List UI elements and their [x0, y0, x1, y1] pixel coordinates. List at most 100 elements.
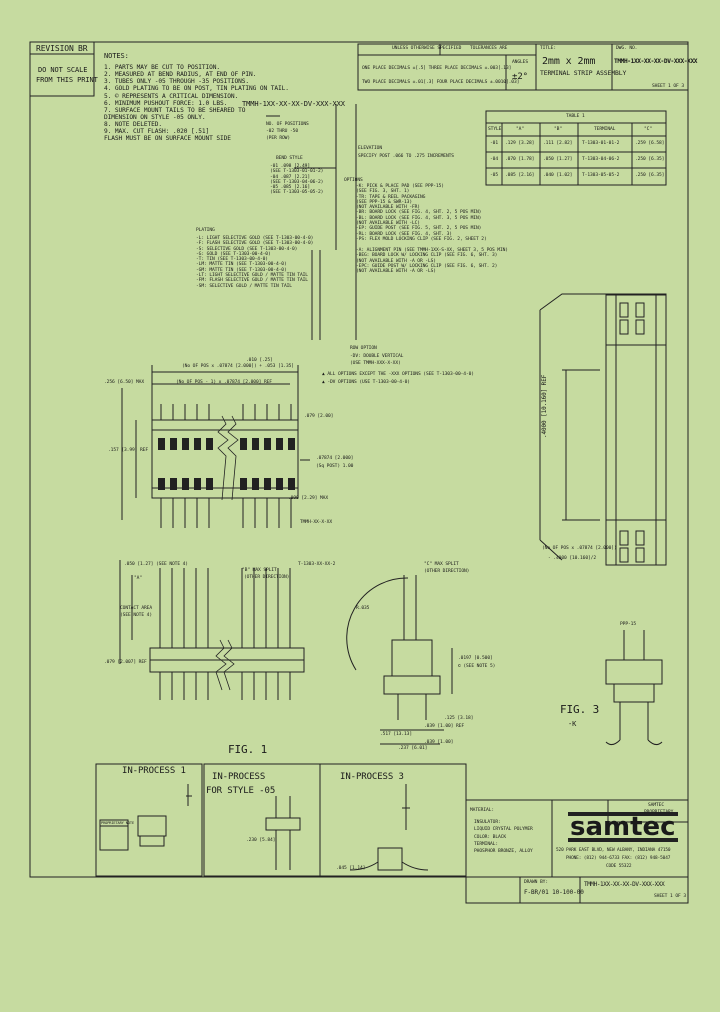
material-item: INSULATOR:	[474, 820, 501, 825]
note-item: 9. MAX. CUT FLASH: .020 [.51]	[104, 128, 210, 136]
option-item: -A: ALIGNMENT PIN (SEE TMMH-1XX-S-XX, SH…	[356, 248, 508, 254]
table1-cell: .250 [6.35]	[635, 157, 665, 162]
note-item: 6. MINIMUM PUSHOUT FORCE: 1.0 LBS.	[104, 99, 228, 107]
fig3-ppp: PPP-15	[620, 622, 636, 627]
fig1-dim-a2: .090 [2.29] MAX	[288, 496, 328, 501]
fig1-side-a: "A"	[134, 576, 142, 581]
fig1-foot-1: .517 [13.13]	[380, 732, 412, 737]
option-item: (NOT AVAILABLE WITH -FR)	[356, 205, 420, 211]
fig3-sub: -K	[568, 720, 577, 728]
fig1-pin-height: .050 [1.27] (SEE NOTE 4)	[124, 562, 188, 567]
no-positions-note: (PER ROW)	[266, 136, 290, 141]
tolerance-header-right: TOLERANCES ARE	[470, 46, 508, 51]
title-line-2: TERMINAL STRIP ASSEMBLY	[540, 69, 627, 77]
in-process-2-sub: FOR STYLE -05	[206, 786, 276, 796]
note-item: 8. NOTE DELETED.	[104, 121, 163, 128]
fig1-ref-tmmh: TMMH-XX-X-XX	[300, 520, 332, 525]
table1-cell: .050 [1.27]	[543, 157, 573, 162]
bend-style-list: -01 .098 [2.49] (SEE T-1303-01-01-2) -04…	[270, 164, 323, 196]
title-line-1: 2mm x 2mm	[542, 56, 596, 67]
table1-cell: -01	[490, 141, 498, 146]
plating-item: -L: LIGHT SELECTIVE GOLD (SEE T-1303-00-…	[196, 236, 314, 241]
fig1-dim-height: .157 [3.99] REF	[108, 448, 148, 453]
plating-item: -F: FLASH SELECTIVE GOLD (SEE T-1303-00-…	[196, 241, 314, 247]
fig1-foot-2: .237 [6.01]	[398, 746, 428, 751]
fig1-terminal: T-1303-XX-XX-2	[298, 562, 336, 567]
bend-style-item: -01 .098 [2.49]	[270, 164, 310, 169]
note-item: 3. TUBES ONLY -05 THROUGH -35 POSITIONS.	[104, 78, 250, 86]
fig1-contact-area-2: (SEE NOTE 4)	[120, 613, 152, 618]
fig1-foot-ref2: .039 [1.00]	[424, 740, 454, 745]
bend-style-item: (SEE T-1303-04-06-2)	[270, 179, 324, 185]
fig3-no-pos2: - .4000 [10.160]/2	[548, 556, 596, 561]
title-label: TITLE:	[540, 46, 556, 51]
fig3-ref: .4000 [10.160] REF	[541, 374, 548, 438]
row-option-item: -DV: DOUBLE VERTICAL	[350, 354, 404, 359]
note-item: DIMENSION ON STYLE -05 ONLY.	[104, 113, 206, 121]
note-item: 2. MEASURED AT BEND RADIUS, AT END OF PI…	[104, 71, 257, 79]
table1-cell: .040 [1.02]	[543, 173, 573, 178]
fig1-dim-row-pitch-ref: (Sq POST) 1.00	[316, 464, 354, 469]
tolerance-row-1: ONE PLACE DECIMALS ±[.5] THREE PLACE DEC…	[362, 66, 512, 71]
notes-list: 1. PARTS MAY BE CUT TO POSITION. 2. MEAS…	[104, 64, 289, 142]
drawn-by-label: DRAWN BY:	[524, 880, 548, 885]
fig1-dim-max-width: .256 [6.50] MAX	[104, 380, 144, 385]
table1-cell: .085 [2.16]	[505, 173, 535, 178]
file-name: F-BR/01 10-100-00	[524, 889, 584, 896]
company-address: 520 PARK EAST BLVD, NEW ALBANY, INDIANA …	[556, 848, 671, 853]
table1-cell: T-1303-05-05-2	[582, 173, 620, 178]
no-positions-range: -02 THRU -50	[266, 129, 298, 134]
in-process-dim-2: .045 [1.14]	[336, 866, 366, 871]
table1-cell: T-1303-01-01-2	[582, 141, 620, 146]
fig3-label: FIG. 3	[560, 703, 600, 716]
option-item: -BEG: BOARD LOCK W/ LOCKING CLIP (SEE FI…	[356, 253, 498, 259]
fig1-bend-radius: R.035	[356, 606, 370, 611]
sheet-number: SHEET 1 OF 3	[652, 84, 684, 89]
do-not-scale-1: DO NOT SCALE	[38, 66, 88, 74]
option-item: (NOT AVAILABLE WITH -A OR -LS)	[356, 269, 436, 275]
footnote-1: ▲ ALL OPTIONS EXCEPT THE -XXX OPTIONS (S…	[322, 372, 474, 377]
note-item: 4. GOLD PLATING TO BE ON POST, TIN PLATI…	[104, 85, 289, 93]
table1-header: STYLE	[488, 127, 502, 132]
fig1-post-dim: .0197 [0.500]	[458, 656, 493, 661]
table1-cell: -04	[490, 157, 498, 162]
plating-item: -S: SELECTIVE GOLD (SEE T-1303-00-4-0)	[196, 246, 298, 252]
fig1-post-dim2: © (SEE NOTE 5)	[458, 664, 496, 669]
fig1-b-split2: (OTHER DIRECTION)	[244, 575, 290, 580]
proprietary-stamp-1: SAMTEC	[648, 803, 664, 808]
in-process-dim-1: .230 [5.84]	[246, 838, 276, 843]
bend-style-item: (SEE T-1303-05-05-2)	[270, 190, 324, 196]
row-option-label: ROW OPTION	[350, 346, 377, 351]
fig3-no-pos: (No OF POS x .07874 [2.000])	[542, 546, 617, 551]
dwg-label: DWG. NO.	[616, 46, 638, 51]
material-item: TERMINAL:	[474, 841, 498, 847]
fig1-c-split2: (OTHER DIRECTION)	[424, 569, 470, 574]
fig1-label: FIG. 1	[228, 743, 268, 756]
material-item: PHOSPHOR BRONZE, ALLOY	[474, 849, 533, 855]
fig1-b-split: "B" MAX SPLIT	[242, 568, 277, 573]
table1-cell: T-1303-04-06-2	[582, 157, 620, 162]
options-label: OPTIONS	[344, 178, 363, 183]
no-positions-label: NO. OF POSITIONS	[266, 122, 309, 127]
fig1-stop-ref: .079 [2.007] REF	[104, 660, 147, 665]
option-item: -K: PICK & PLACE PAD (SEE PPP-15)	[356, 184, 444, 189]
option-item: -TR: TAPE & REEL PACKAGING	[356, 194, 426, 200]
table1-cell: .070 [1.78]	[505, 157, 535, 162]
table1-header: "C"	[644, 127, 652, 132]
table1-header: "A"	[516, 127, 524, 132]
fig1-dim-pitch-tol: .010 [.25]	[246, 358, 273, 363]
option-item: -PS: FLEX MOLD LOCKING CLIP (SEE FIG. 2,…	[356, 236, 487, 242]
in-process-3-title: IN-PROCESS 3	[340, 772, 404, 782]
revision-label: REVISION	[36, 44, 74, 53]
plating-label: PLATING	[196, 228, 215, 233]
do-not-scale-2: FROM THIS PRINT	[36, 76, 98, 84]
options-list: -K: PICK & PLACE PAD (SEE PPP-15) (SEE F…	[356, 184, 508, 275]
note-item: 7. SURFACE MOUNT TAILS TO BE SHEARED TO	[104, 106, 246, 114]
in-process-1-title: IN-PROCESS 1	[122, 766, 186, 776]
table1-cell: -05	[490, 173, 498, 178]
note-item: 1. PARTS MAY BE CUT TO POSITION.	[104, 64, 221, 71]
fig1-c-split: "C" MAX SPLIT	[424, 562, 459, 567]
bottom-sheet: SHEET 1 OF 3	[654, 894, 686, 899]
dwg-number: TMMH-1XX-XX-XX-DV-XXX-XXX	[614, 58, 698, 65]
